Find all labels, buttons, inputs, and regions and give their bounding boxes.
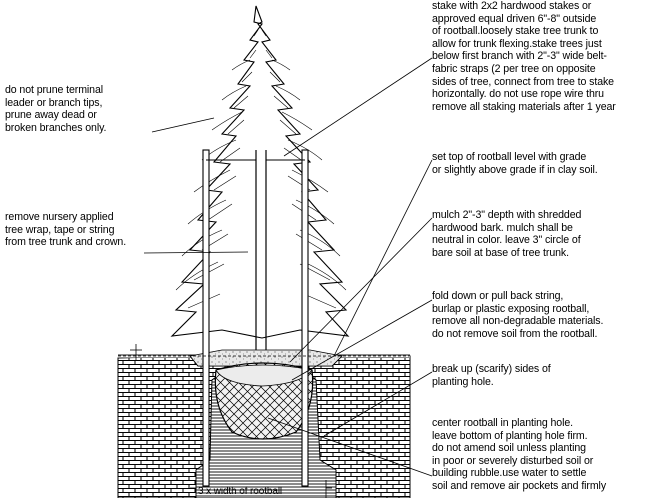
note-line: broken branches only. [5, 122, 106, 135]
note-rootball-materials: fold down or pull back string, burlap or… [432, 290, 603, 340]
note-line: remove all non-degradable materials. [432, 315, 603, 328]
note-line: bare soil at base of tree trunk. [432, 247, 581, 260]
note-line: building rubble.use water to settle [432, 467, 606, 480]
note-line: allow for trunk flexing.stake trees just [432, 38, 616, 51]
note-line: soil and remove air pockets and firmly [432, 480, 606, 493]
note-line: remove all staking materials after 1 yea… [432, 101, 616, 114]
note-tree-wrap: remove nursery applied tree wrap, tape o… [5, 211, 126, 249]
note-center-rootball: center rootball in planting hole. leave … [432, 417, 606, 493]
note-line: tree wrap, tape or string [5, 224, 126, 237]
spruce-tree-crown [172, 6, 348, 338]
note-line: mulch 2"-3" depth with shredded [432, 209, 581, 222]
note-line: or slightly above grade if in clay soil. [432, 164, 598, 177]
note-line: stake with 2x2 hardwood stakes or [432, 0, 616, 13]
note-mulch: mulch 2"-3" depth with shredded hardwood… [432, 209, 581, 259]
note-line: leave bottom of planting hole firm. [432, 430, 606, 443]
note-line: leader or branch tips, [5, 97, 106, 110]
note-line: below first branch with 2"-3" wide belt- [432, 50, 616, 63]
note-line: do not amend soil unless planting [432, 442, 606, 455]
note-line: in poor or severely disturbed soil or [432, 455, 606, 468]
note-line: fabric straps (2 per tree on opposite [432, 63, 616, 76]
note-line: hardwood bark. mulch shall be [432, 222, 581, 235]
note-line: remove nursery applied [5, 211, 126, 224]
note-line: center rootball in planting hole. [432, 417, 606, 430]
note-line: approved equal driven 6"-8" outside [432, 13, 616, 26]
note-line: sides of tree, connect from tree to stak… [432, 76, 616, 89]
note-line: horizontally. do not use rope wire thru [432, 88, 616, 101]
note-line: fold down or pull back string, [432, 290, 603, 303]
note-line: burlap or plastic exposing rootball, [432, 303, 603, 316]
note-line: from tree trunk and crown. [5, 236, 126, 249]
note-line: planting hole. [432, 376, 551, 389]
note-staking: stake with 2x2 hardwood stakes or approv… [432, 0, 616, 113]
note-line: prune away dead or [5, 109, 106, 122]
note-line: neutral in color. leave 3" circle of [432, 234, 581, 247]
note-line: break up (scarify) sides of [432, 363, 551, 376]
rootball [215, 363, 312, 439]
note-scarify: break up (scarify) sides of planting hol… [432, 363, 551, 388]
note-pruning: do not prune terminal leader or branch t… [5, 84, 106, 134]
note-line: set top of rootball level with grade [432, 151, 598, 164]
note-line: do not prune terminal [5, 84, 106, 97]
note-grade: set top of rootball level with grade or … [432, 151, 598, 176]
dimension-label: 3 x width of rootball [198, 486, 282, 497]
note-line: of rootball.loosely stake tree trunk to [432, 25, 616, 38]
note-line: do not remove soil from the rootball. [432, 328, 603, 341]
